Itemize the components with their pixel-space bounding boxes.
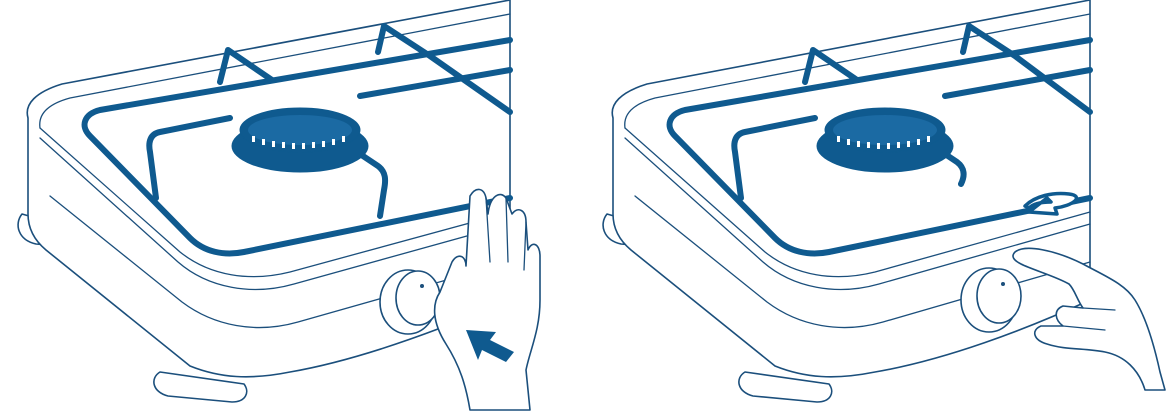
panel-turn-knob <box>585 0 1170 418</box>
panel-press-knob <box>0 0 560 418</box>
stove-turn-illustration <box>585 0 1170 418</box>
gas-burner <box>232 108 368 172</box>
stove-press-illustration <box>0 0 560 418</box>
gas-burner <box>817 108 953 172</box>
